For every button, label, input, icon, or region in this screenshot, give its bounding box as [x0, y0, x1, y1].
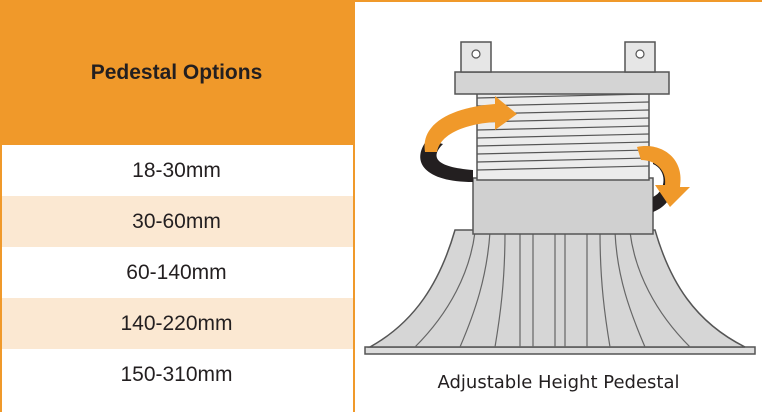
- table-row: 30-60mm: [0, 196, 353, 247]
- panel-divider: [353, 0, 355, 412]
- table-row: 150-310mm: [0, 349, 353, 400]
- row-value: 150-310mm: [120, 362, 233, 386]
- table-header-label: Pedestal Options: [90, 60, 263, 84]
- pedestal-options-table: Pedestal Options 18-30mm 30-60mm 60-140m…: [0, 0, 353, 412]
- table-rows: 18-30mm 30-60mm 60-140mm 140-220mm 150-3…: [0, 145, 353, 400]
- table-row: 18-30mm: [0, 145, 353, 196]
- row-value: 140-220mm: [120, 311, 233, 335]
- illustration-panel: Adjustable Height Pedestal: [355, 2, 762, 412]
- adjustable-pedestal-icon: [364, 41, 756, 355]
- row-value: 30-60mm: [132, 209, 221, 233]
- table-row: 60-140mm: [0, 247, 353, 298]
- panel-top-border: [353, 0, 762, 2]
- row-value: 60-140mm: [126, 260, 227, 284]
- row-value: 18-30mm: [132, 158, 221, 182]
- illustration-caption: Adjustable Height Pedestal: [437, 372, 680, 393]
- table-header: Pedestal Options: [0, 0, 353, 145]
- table-left-border: [0, 145, 2, 412]
- table-row: 140-220mm: [0, 298, 353, 349]
